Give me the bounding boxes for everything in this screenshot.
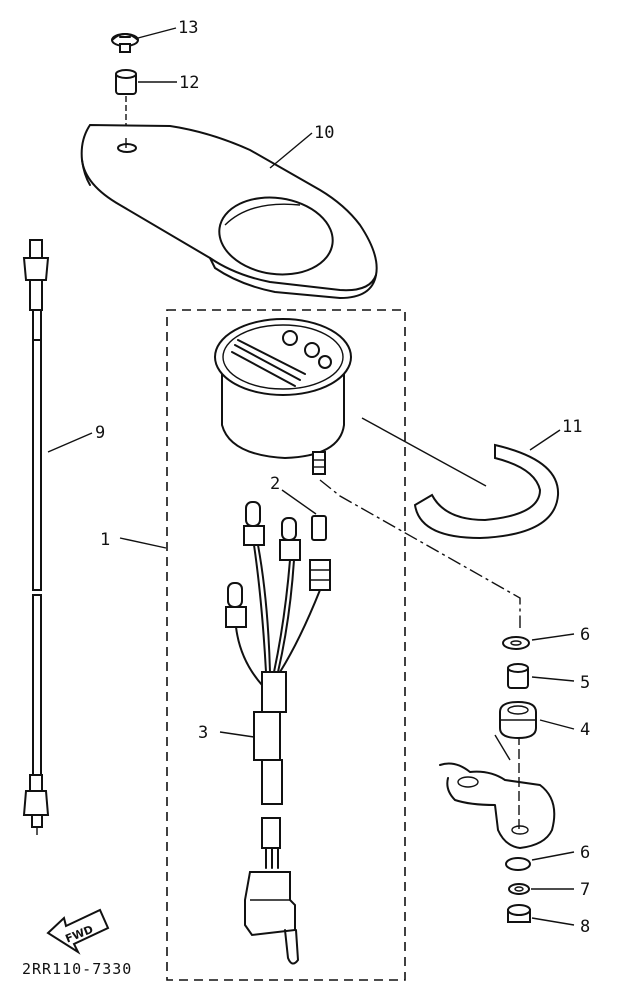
part-9-cable: [22, 239, 50, 835]
callout-6-bottom: 6: [580, 843, 590, 863]
part-6-washer-bottom: [505, 857, 531, 871]
callout-5: 5: [580, 673, 590, 693]
part-12-collar: [115, 69, 137, 138]
part-7-spring-washer: [508, 883, 530, 895]
callout-11: 11: [562, 417, 582, 437]
callout-2: 2: [270, 474, 280, 494]
part-3-wire-harness: [235, 544, 321, 965]
part-6-washer-top: [502, 636, 530, 650]
part-8-nut: [507, 904, 531, 923]
part-11-ring: [413, 443, 560, 540]
stay-bracket: [439, 734, 556, 849]
callout-leaders: [47, 27, 575, 926]
bulb-sockets: [225, 501, 301, 628]
part-5-collar: [507, 663, 529, 689]
part-4-grommet: [499, 700, 537, 740]
callout-12: 12: [179, 73, 199, 93]
part-1-assembly-box: [166, 309, 406, 981]
callout-1: 1: [100, 530, 110, 550]
fwd-arrow-icon: FWD: [46, 908, 110, 955]
meter-unit: [214, 318, 352, 475]
part-code: 2RR110-7330: [22, 960, 132, 978]
part-13-screw: [111, 33, 139, 53]
callout-6-top: 6: [580, 625, 590, 645]
callout-10: 10: [314, 123, 334, 143]
callout-8: 8: [580, 917, 590, 937]
callout-4: 4: [580, 720, 590, 740]
callout-7: 7: [580, 880, 590, 900]
part-10-bracket-plate: [80, 123, 378, 299]
callout-9: 9: [95, 423, 105, 443]
callout-labels: 13 12 10 11 1 2 3 9 6 5 4 6 7 8: [95, 18, 590, 937]
part-2-bulb-socket: [309, 515, 331, 591]
callout-3: 3: [198, 723, 208, 743]
callout-13: 13: [178, 18, 198, 38]
